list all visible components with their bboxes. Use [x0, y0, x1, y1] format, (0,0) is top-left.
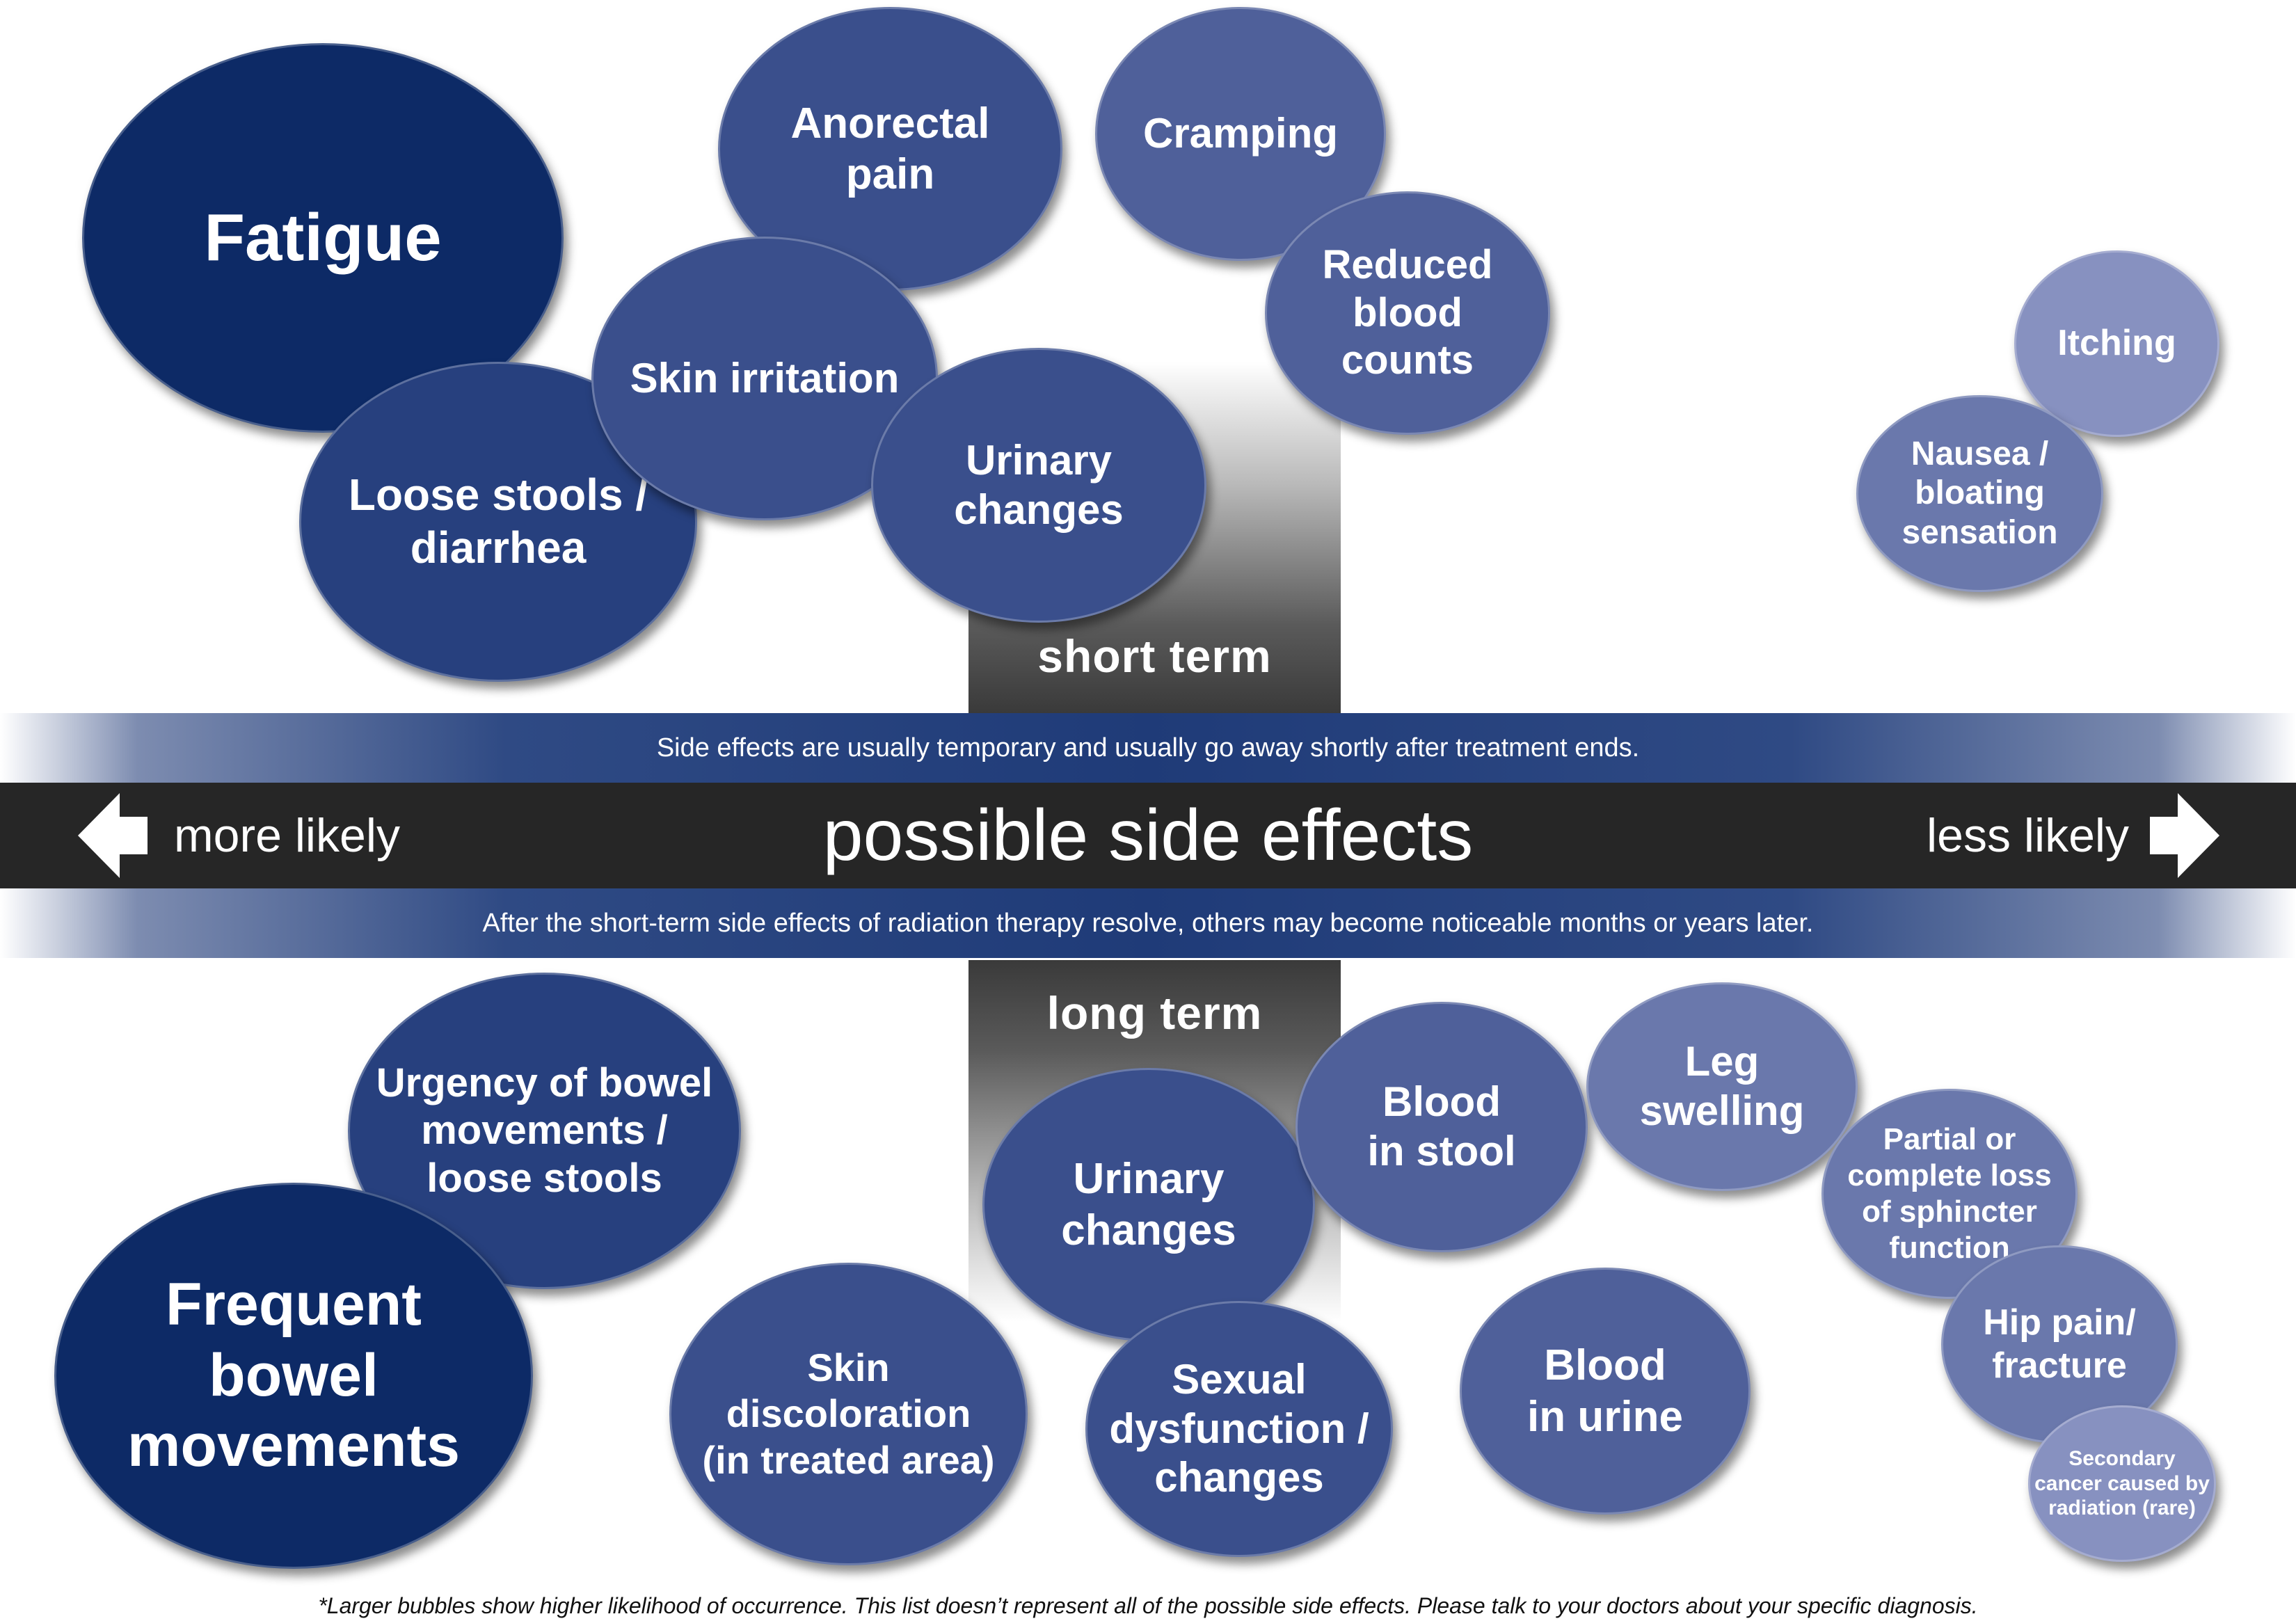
- short-term-label: short term: [1037, 630, 1272, 682]
- diagram-title: possible side effects: [822, 795, 1474, 876]
- bubble-hip-pain-fracture: Hip pain/ fracture: [1941, 1245, 2178, 1444]
- bubble-blood-in-urine: Blood in urine: [1460, 1268, 1751, 1515]
- bubble-skin-irritation: Skin irritation: [591, 237, 938, 520]
- left-arrow-icon: [78, 793, 148, 878]
- bubble-blood-in-stool: Blood in stool: [1296, 1002, 1588, 1252]
- long-term-label: long term: [1046, 987, 1263, 1039]
- short-term-band: Side effects are usually temporary and u…: [0, 713, 2296, 783]
- bubble-reduced-blood-counts: Reduced blood counts: [1265, 191, 1550, 435]
- long-term-band-text: After the short-term side effects of rad…: [482, 909, 1814, 938]
- bubble-nausea-bloating: Nausea / bloating sensation: [1856, 395, 2103, 592]
- more-likely-label: more likely: [174, 809, 400, 862]
- right-arrow-icon: [2150, 793, 2219, 878]
- title-band: [0, 783, 2296, 888]
- bubble-itching: Itching: [2014, 250, 2219, 437]
- bubble-secondary-cancer: Secondary cancer caused by radiation (ra…: [2028, 1405, 2216, 1562]
- footnote: *Larger bubbles show higher likelihood o…: [318, 1593, 1978, 1618]
- less-likely-label: less likely: [1927, 809, 2129, 862]
- short-term-band-text: Side effects are usually temporary and u…: [656, 733, 1640, 762]
- long-term-band: After the short-term side effects of rad…: [0, 888, 2296, 958]
- bubble-leg-swelling: Leg swelling: [1586, 982, 1858, 1191]
- bubble-urinary-changes-long: Urinary changes: [982, 1068, 1315, 1341]
- bubble-sexual-dysfunction: Sexual dysfunction / changes: [1085, 1301, 1393, 1557]
- bubble-frequent-bowel-movements: Frequent bowel movements: [54, 1183, 533, 1569]
- bubble-urinary-changes-short: Urinary changes: [871, 348, 1206, 623]
- bubble-anorectal-pain: Anorectal pain: [718, 7, 1062, 291]
- bubble-skin-discoloration: Skin discoloration (in treated area): [669, 1263, 1028, 1565]
